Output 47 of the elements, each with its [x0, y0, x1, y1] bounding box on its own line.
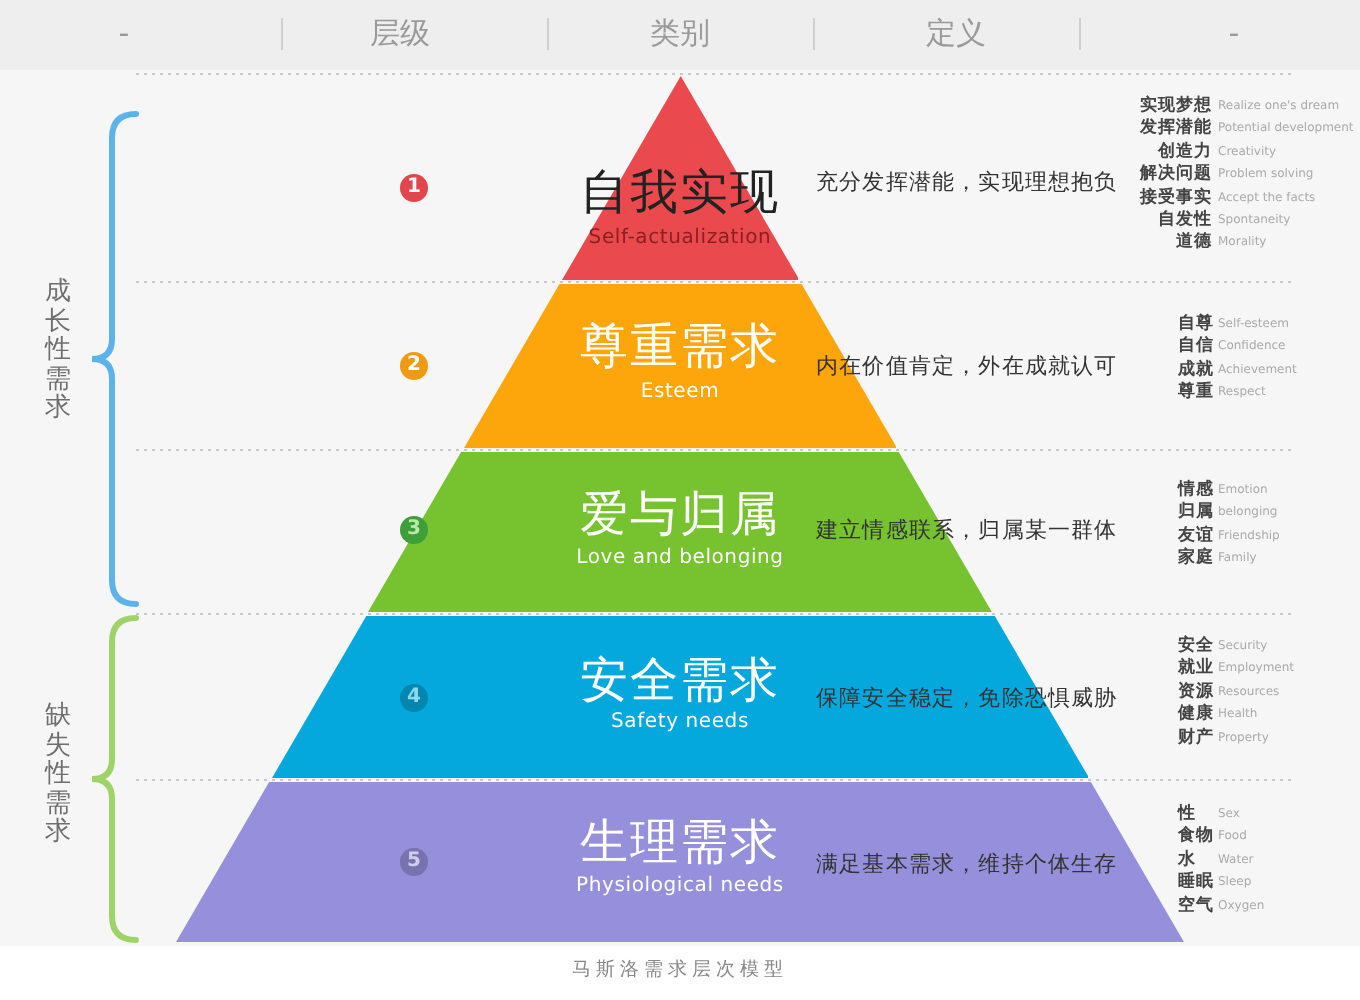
- definition-text: 满足基本需求，维持个体生存: [816, 853, 1118, 879]
- layer-title: 爱与归属: [579, 488, 780, 544]
- keyword: 自发性: [1158, 212, 1212, 232]
- keyword: 归属: [1178, 505, 1214, 525]
- layer-title: 尊重需求: [579, 320, 780, 376]
- keyword: 发挥潜能: [1140, 121, 1212, 141]
- keyword: 水: [1178, 851, 1196, 871]
- column-header: 类别: [650, 16, 710, 52]
- keyword: 创造力: [1158, 143, 1212, 163]
- side-category-label: 缺失性需求: [45, 703, 71, 849]
- layer-subtitle: Safety needs: [611, 710, 749, 734]
- column-header: -: [1228, 16, 1240, 52]
- keyword: 尊重: [1178, 384, 1214, 405]
- keyword: 家庭: [1178, 550, 1214, 571]
- layer-subtitle: Love and belonging: [576, 546, 784, 570]
- keyword: 道德: [1176, 235, 1212, 255]
- definition-text: 充分发挥潜能，实现理想抱负: [816, 171, 1118, 197]
- keyword: 成就: [1178, 361, 1214, 381]
- column-header: 层级: [370, 16, 430, 52]
- caption: 马斯洛需求层次模型: [572, 961, 788, 983]
- layer-title: 生理需求: [580, 816, 780, 872]
- level-number: 2: [400, 352, 428, 380]
- keyword: 自尊: [1178, 316, 1214, 336]
- keyword: 解决问题: [1140, 166, 1212, 187]
- keyword: 接受事实: [1140, 189, 1212, 209]
- layer-title: 安全需求: [579, 654, 780, 710]
- keyword: 健康: [1178, 706, 1214, 727]
- keyword: 友谊: [1178, 527, 1214, 547]
- keyword: 自信: [1178, 339, 1214, 359]
- column-header: -: [118, 16, 130, 52]
- column-header: 定义: [926, 16, 986, 52]
- keyword: 安全: [1178, 638, 1214, 657]
- keyword: 情感: [1178, 482, 1214, 501]
- keyword: 就业: [1178, 661, 1214, 681]
- keyword: 空气: [1178, 897, 1214, 917]
- level-number: 3: [400, 516, 428, 544]
- level-number: 1: [400, 174, 428, 202]
- keyword: 食物: [1178, 829, 1214, 849]
- keyword: 实现梦想: [1140, 98, 1212, 117]
- keyword: 财产: [1178, 729, 1214, 749]
- layer-subtitle: Esteem: [640, 380, 720, 404]
- side-category-label: 成长性需求: [45, 279, 71, 425]
- layer-subtitle: Physiological needs: [576, 874, 784, 898]
- keyword: 睡眠: [1178, 874, 1214, 895]
- keyword: 性: [1178, 806, 1196, 826]
- keyword: 资源: [1178, 683, 1214, 703]
- layer-subtitle: Self-actualization: [588, 226, 772, 250]
